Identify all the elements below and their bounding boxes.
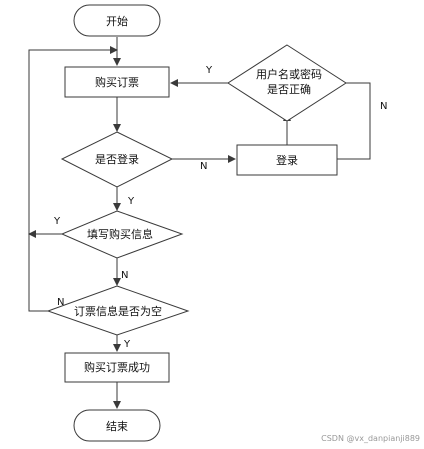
edge-empty-loop <box>28 46 118 312</box>
node-start-label: 开始 <box>106 14 128 28</box>
node-buy-ticket: 购买订票 <box>64 66 170 98</box>
node-info-empty: 订票信息是否为空 <box>46 285 190 336</box>
node-login: 登录 <box>236 144 338 176</box>
edge-label-fill-no: N <box>121 270 128 281</box>
edge-label-credentials-yes: Y <box>205 65 213 76</box>
watermark: CSDN @vx_danpianji889 <box>321 434 420 443</box>
edge-label-empty-yes: Y <box>123 339 131 350</box>
connectors <box>28 37 371 409</box>
node-buy-success: 购买订票成功 <box>64 352 170 383</box>
node-start: 开始 <box>73 4 161 37</box>
node-buy-ticket-label: 购买订票 <box>95 75 139 89</box>
node-info-empty-label: 订票信息是否为空 <box>74 304 162 318</box>
edge-label-empty-no: N <box>57 297 64 308</box>
node-is-logged-in: 是否登录 <box>60 131 174 188</box>
node-end: 结束 <box>73 409 161 442</box>
node-end-label: 结束 <box>106 420 128 433</box>
node-fill-info: 填写购买信息 <box>60 210 184 259</box>
node-check-credentials-line1: 用户名或密码 <box>256 67 322 81</box>
edge-labels: Y N N Y Y N N Y <box>53 65 387 350</box>
node-check-credentials: 用户名或密码 是否正确 <box>227 44 347 122</box>
node-is-logged-in-label: 是否登录 <box>95 152 139 166</box>
edge-login-check <box>337 82 371 160</box>
edge-label-logged-no: N <box>200 161 207 172</box>
node-buy-success-label: 购买订票成功 <box>84 360 150 374</box>
node-login-label: 登录 <box>276 153 298 167</box>
edge-label-fill-yes: Y <box>53 216 61 227</box>
node-check-credentials-line2: 是否正确 <box>267 83 311 96</box>
node-fill-info-label: 填写购买信息 <box>87 227 153 241</box>
edge-label-credentials-no: N <box>380 101 387 112</box>
edge-label-logged-yes: Y <box>127 196 135 207</box>
